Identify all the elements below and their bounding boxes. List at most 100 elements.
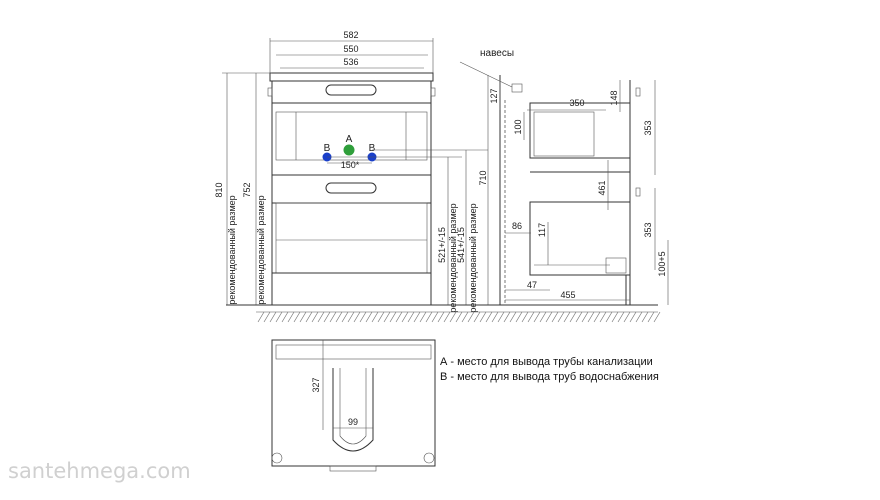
hatch-line [587, 311, 595, 323]
hatch-line [485, 311, 493, 323]
dim-752: 752 [242, 182, 252, 197]
hatch-line [449, 311, 457, 323]
hatch-line [383, 311, 391, 323]
hatch-line [515, 311, 523, 323]
hatch-line [377, 311, 385, 323]
hatch-line [443, 311, 451, 323]
front-view: 582 550 536 150* А В В 810 [214, 30, 658, 313]
hatch-line [527, 311, 535, 323]
dim-86: 86 [512, 221, 522, 231]
dim-47: 47 [527, 280, 537, 290]
hatch-line [311, 311, 319, 323]
hatch-line [275, 311, 283, 323]
hatch-line [599, 311, 607, 323]
hatch-line [413, 311, 421, 323]
dim-541: 541+/-15 [456, 227, 466, 263]
dim-455: 455 [560, 290, 575, 300]
hatch-line [605, 311, 613, 323]
dim-810: 810 [214, 182, 224, 197]
rec-label-2: рекомендованный размер [256, 195, 266, 304]
hatch-line [563, 311, 571, 323]
hatch-line [635, 311, 643, 323]
hatch-line [503, 311, 511, 323]
hatch-line [293, 311, 301, 323]
hatch-line [509, 311, 517, 323]
hatch-line [407, 311, 415, 323]
label-point-a: А [346, 134, 353, 145]
dim-350: 350 [569, 98, 584, 108]
dim-461: 461 [597, 180, 607, 195]
hatch-line [473, 311, 481, 323]
hatch-line [341, 311, 349, 323]
hatch-line [359, 311, 367, 323]
dim-100: 100 [513, 119, 523, 134]
hatch-line [521, 311, 529, 323]
dim-353-bottom: 353 [643, 222, 653, 237]
hatch-line [263, 311, 271, 323]
hatch-line [353, 311, 361, 323]
hatch-line [335, 311, 343, 323]
hatch-line [425, 311, 433, 323]
hatch-line [371, 311, 379, 323]
hatch-line [305, 311, 313, 323]
hatch-line [401, 311, 409, 323]
hatch-line [539, 311, 547, 323]
hatch-line [497, 311, 505, 323]
hatch-line [395, 311, 403, 323]
legend-a: А - место для вывода трубы канализации [440, 356, 653, 368]
dim-99: 99 [348, 417, 358, 427]
dim-536: 536 [343, 57, 358, 67]
hatch-line [653, 311, 661, 323]
hatch-line [317, 311, 325, 323]
hatch-line [545, 311, 553, 323]
legend: А - место для вывода трубы канализации В… [440, 356, 659, 383]
hatch-line [257, 311, 265, 323]
label-point-b-left: В [324, 143, 331, 154]
rec-label-1: рекомендованный размер [227, 195, 237, 304]
drain-pipe-point [343, 144, 355, 156]
dim-pipe-spacing: 150* [341, 160, 360, 170]
hatch-line [431, 311, 439, 323]
hatch-line [647, 311, 655, 323]
dim-521: 521+/-15 [437, 227, 447, 263]
hatch-line [629, 311, 637, 323]
hatch-line [617, 311, 625, 323]
hatch-line [287, 311, 295, 323]
dim-127: 127 [489, 88, 499, 103]
hatch-line [437, 311, 445, 323]
hatch-line [347, 311, 355, 323]
hatch-line [329, 311, 337, 323]
dim-353-top: 353 [643, 120, 653, 135]
hatch-line [491, 311, 499, 323]
legend-b: В - место для вывода труб водоснабжения [440, 371, 659, 383]
dim-148: 148 [609, 90, 619, 105]
watermark: santehmega.com [8, 459, 191, 483]
hatch-line [593, 311, 601, 323]
hatch-line [551, 311, 559, 323]
top-view: 327 99 [271, 339, 436, 472]
label-point-b-right: В [369, 143, 376, 154]
dim-582: 582 [343, 30, 358, 40]
dim-100-5: 100+5 [657, 251, 667, 276]
hatch-line [569, 311, 577, 323]
rec-label-4: рекомендованный размер [468, 203, 478, 312]
hatch-line [533, 311, 541, 323]
dim-117: 117 [537, 223, 547, 237]
hatch-line [575, 311, 583, 323]
hatch-line [455, 311, 463, 323]
rec-label-3: рекомендованный размер [448, 203, 458, 312]
label-hinges: навесы [480, 48, 514, 59]
hatch-line [467, 311, 475, 323]
hatch-line [365, 311, 373, 323]
hatch-line [479, 311, 487, 323]
hatch-line [269, 311, 277, 323]
hatch-line [557, 311, 565, 323]
hatch-line [611, 311, 619, 323]
hatch-line [623, 311, 631, 323]
hatch-line [641, 311, 649, 323]
hatch-line [461, 311, 469, 323]
dim-710: 710 [478, 170, 488, 185]
hatch-line [581, 311, 589, 323]
